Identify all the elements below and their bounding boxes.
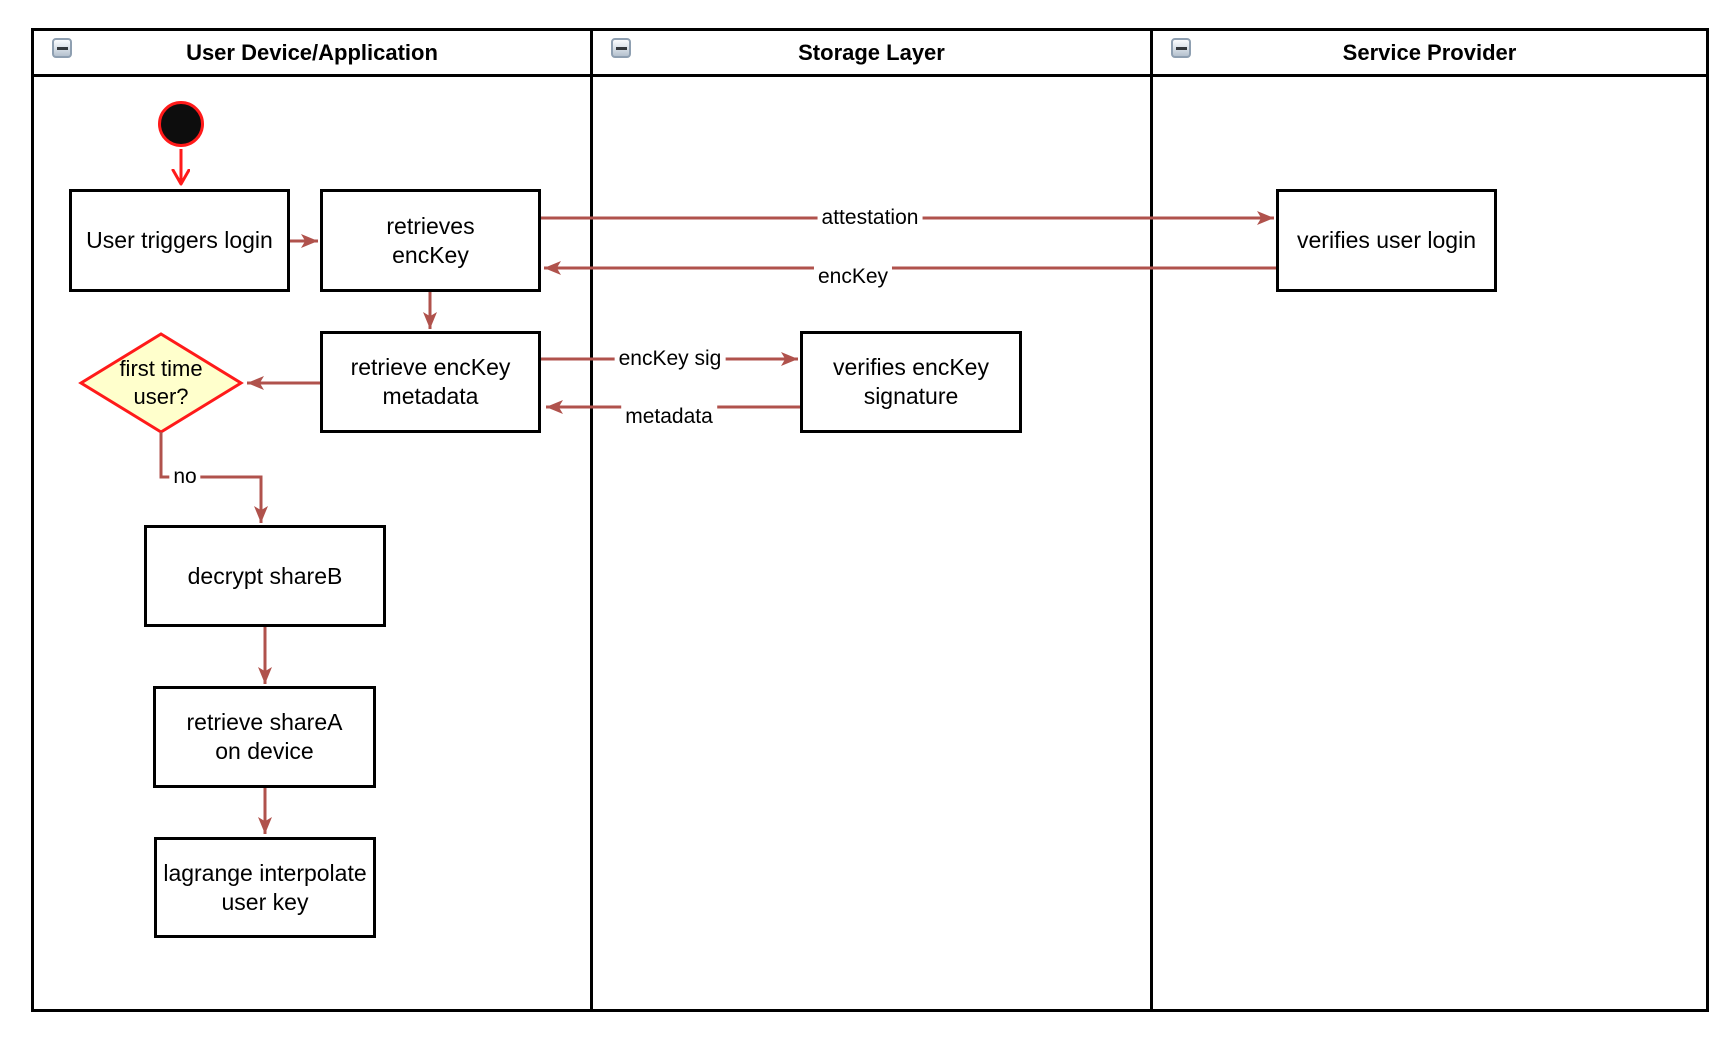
lane-header-storage-layer: Storage Layer xyxy=(593,31,1150,74)
lane-title: Storage Layer xyxy=(798,39,945,65)
lane-header-separator xyxy=(34,74,1706,77)
lane-separator xyxy=(1150,31,1153,1009)
node-decrypt-shareb[interactable]: decrypt shareB xyxy=(144,525,386,627)
lane-header-service-provider: Service Provider xyxy=(1153,31,1706,74)
node-label: verifies encKey signature xyxy=(833,354,989,409)
node-verifies-enckey-signature[interactable]: verifies encKey signature xyxy=(800,331,1022,433)
edge-label-attestation: attestation xyxy=(817,205,923,231)
edge-label-enckey-sig: encKey sig xyxy=(614,346,726,372)
lane-collapse-button[interactable] xyxy=(1171,38,1191,58)
lane-collapse-button[interactable] xyxy=(52,38,72,58)
edge-decision-no-to-decrypt[interactable] xyxy=(159,432,268,523)
node-label: lagrange interpolate user key xyxy=(163,859,367,915)
node-label: decrypt shareB xyxy=(187,562,343,589)
node-retrieve-enckey-metadata[interactable]: retrieve encKey metadata xyxy=(320,331,541,433)
lane-title: Service Provider xyxy=(1342,39,1517,65)
minus-icon xyxy=(56,46,68,50)
start-node[interactable] xyxy=(158,101,204,147)
lane-title: User Device/Application xyxy=(186,39,438,65)
node-label: retrieve encKey metadata xyxy=(350,354,511,409)
lane-separator xyxy=(590,31,593,1009)
minus-icon xyxy=(615,46,627,50)
node-verifies-user-login[interactable]: verifies user login xyxy=(1276,189,1497,292)
node-label: retrieves encKey xyxy=(386,212,475,268)
lane-collapse-button[interactable] xyxy=(611,38,631,58)
node-retrieve-sharea[interactable]: retrieve shareA on device xyxy=(153,686,376,788)
decision-label: first time user? xyxy=(119,356,203,409)
edge-label-metadata: metadata xyxy=(621,404,717,430)
minus-icon xyxy=(1175,46,1187,50)
node-label: retrieve shareA on device xyxy=(186,709,343,764)
decision-first-time-user[interactable] xyxy=(78,332,244,434)
node-lagrange-interpolate[interactable]: lagrange interpolate user key xyxy=(154,837,376,938)
edge-label-no: no xyxy=(169,464,201,490)
node-label: verifies user login xyxy=(1297,227,1476,254)
node-retrieves-enckey[interactable]: retrieves encKey xyxy=(320,189,541,292)
lane-header-user-device: User Device/Application xyxy=(34,31,590,74)
node-label: User triggers login xyxy=(86,227,273,254)
edge-label-enckey: encKey xyxy=(813,264,893,290)
node-user-triggers-login[interactable]: User triggers login xyxy=(69,189,290,292)
